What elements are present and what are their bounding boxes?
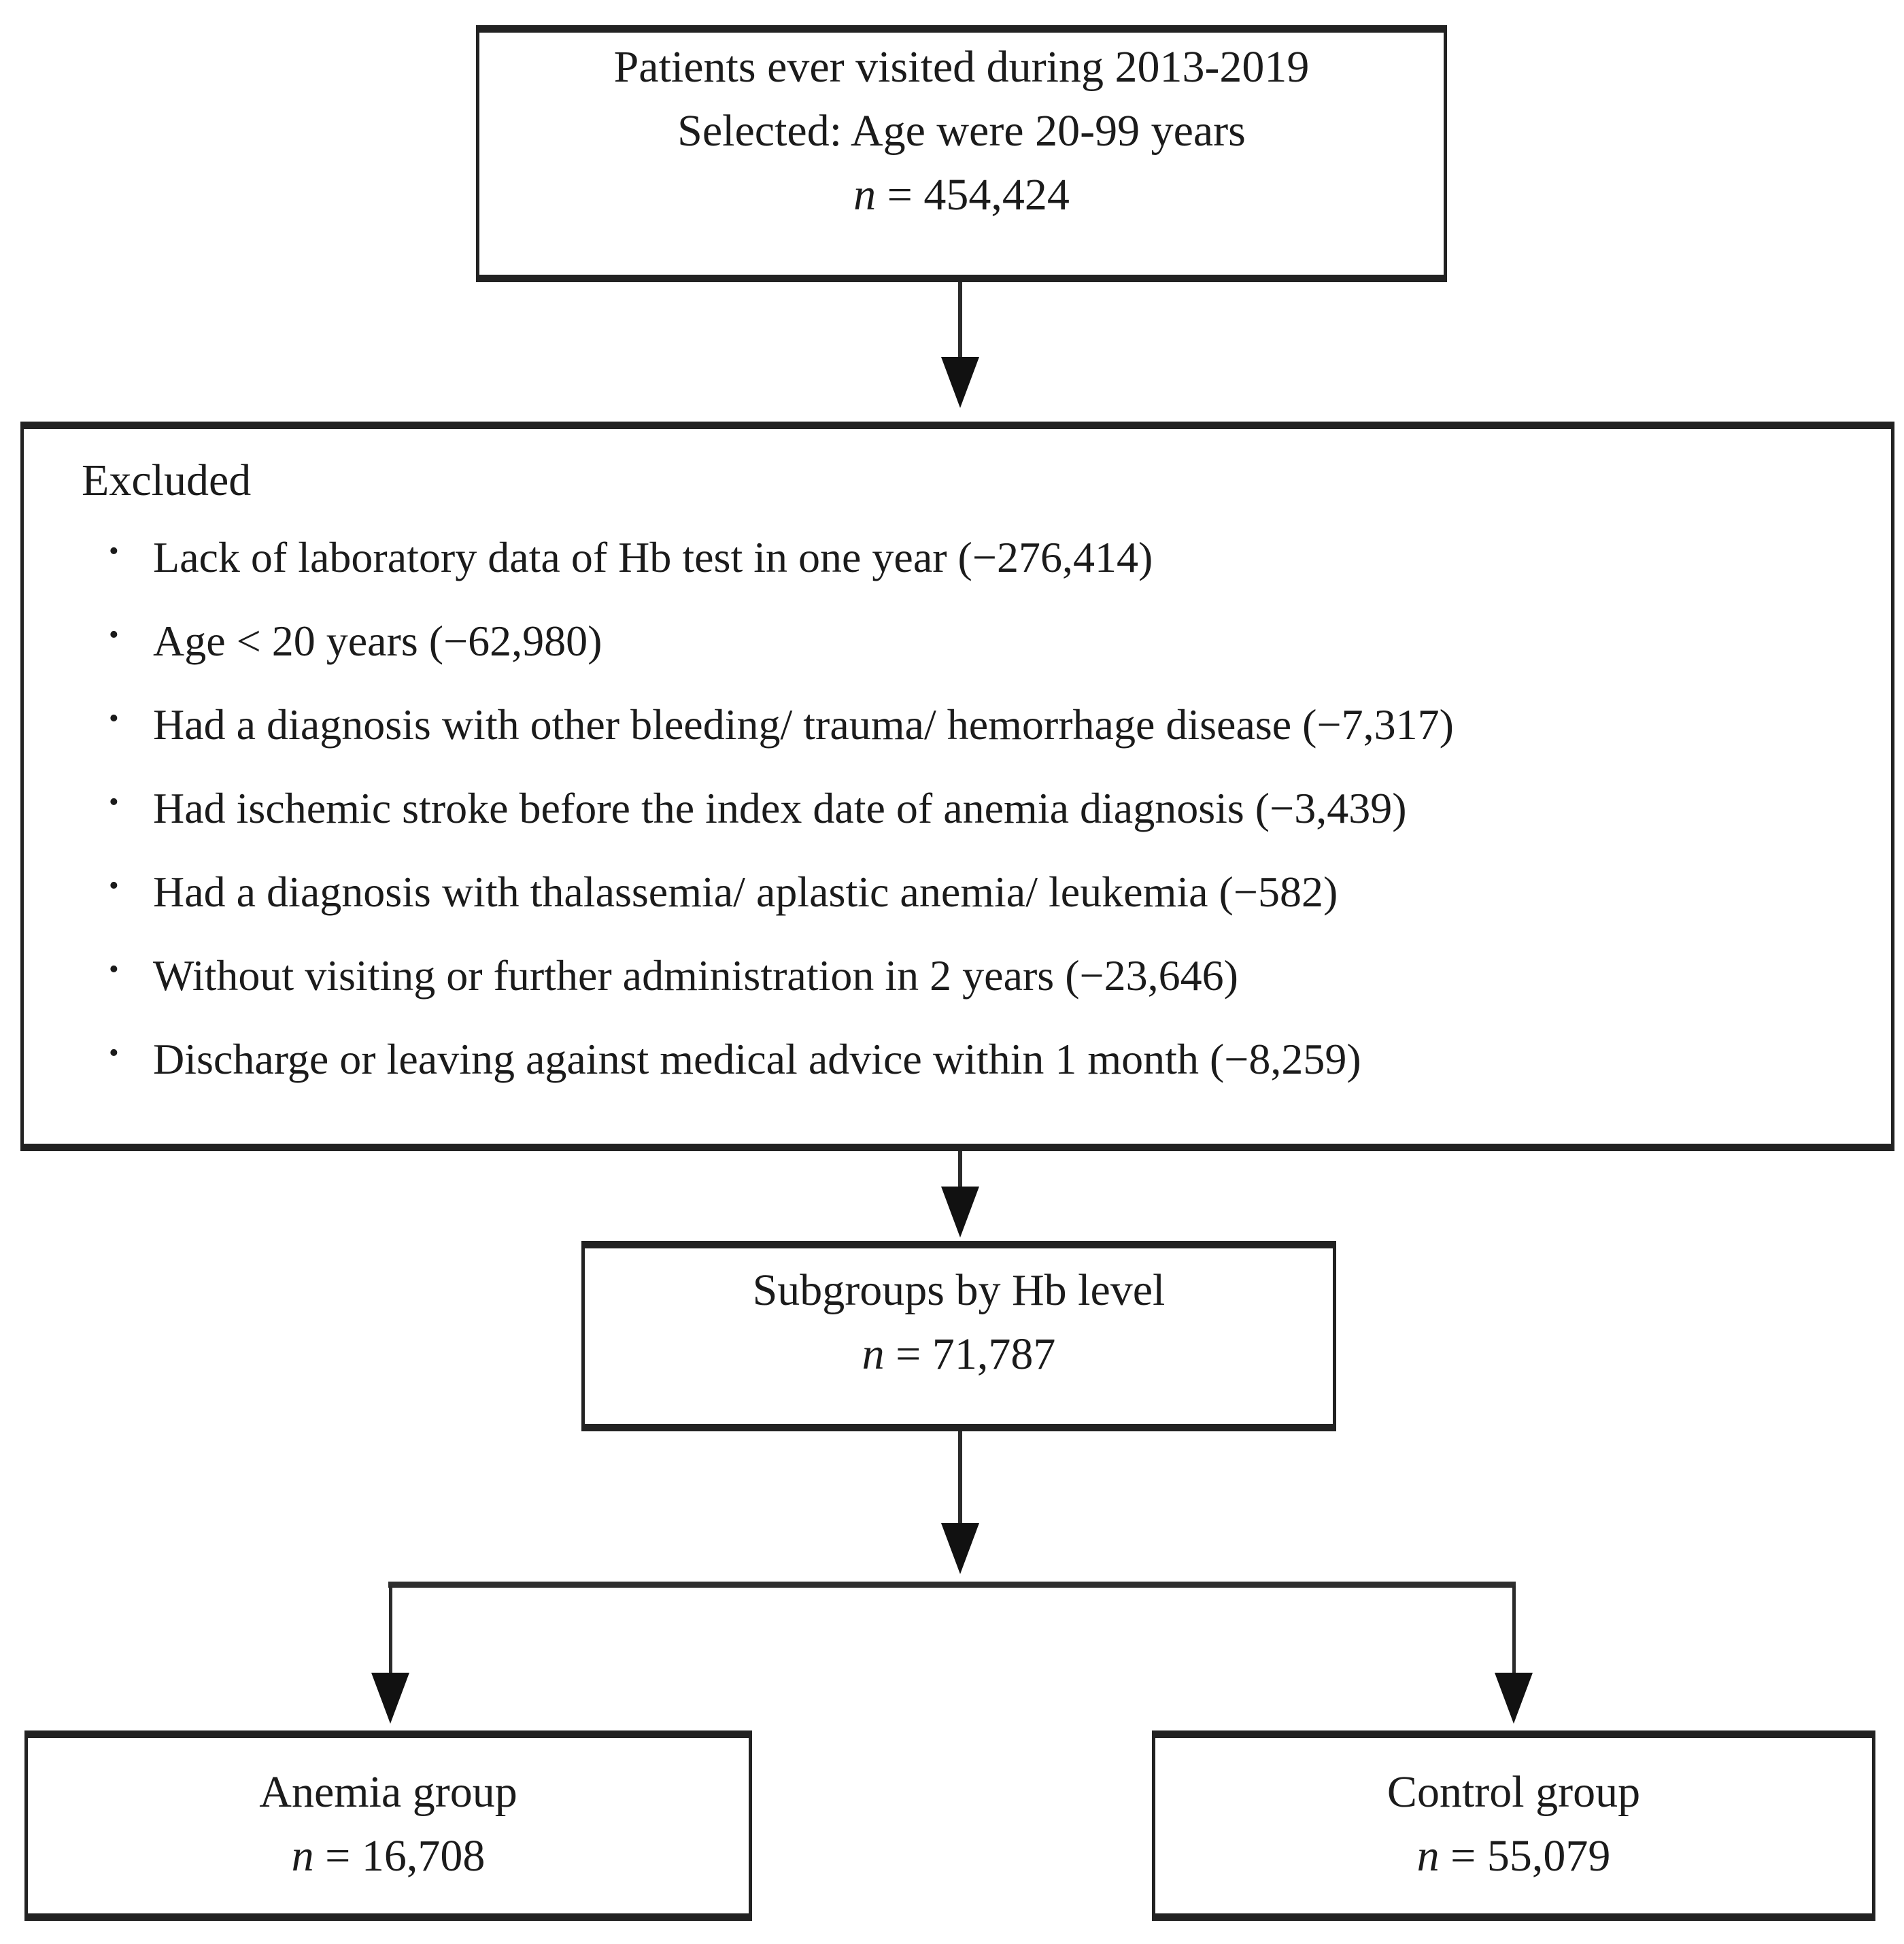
exclusion-criterion: Lack of laboratory data of Hb test in on…: [153, 533, 1153, 581]
subgroups-box-line1: Subgroups by Hb level: [752, 1265, 1166, 1315]
start-box-count: n = 454,424: [853, 163, 1070, 227]
n-value: = 16,708: [313, 1831, 486, 1881]
arrow-shaft: [958, 1431, 962, 1530]
start-box-line2: Selected: Age were 20-99 years: [677, 106, 1246, 156]
down-arrow-icon: [371, 1673, 409, 1724]
down-arrow-icon: [941, 357, 979, 408]
list-item: • Had a diagnosis with thalassemia/ apla…: [109, 850, 1864, 934]
arrow-shaft: [389, 1586, 392, 1674]
control-box-line1: Control group: [1387, 1767, 1641, 1817]
list-item: • Lack of laboratory data of Hb test in …: [109, 515, 1864, 599]
list-item: • Had a diagnosis with other bleeding/ t…: [109, 683, 1864, 766]
n-symbol: n: [862, 1329, 885, 1379]
bullet-icon: •: [109, 703, 119, 734]
branch-connector-line: [388, 1582, 1516, 1588]
list-item: • Discharge or leaving against medical a…: [109, 1017, 1864, 1101]
arrow-shaft: [958, 282, 962, 360]
excluded-criteria-list: • Lack of laboratory data of Hb test in …: [82, 515, 1864, 1101]
bullet-icon: •: [109, 787, 119, 818]
start-box-line1: Patients ever visited during 2013-2019: [613, 42, 1310, 92]
bullet-icon: •: [109, 619, 119, 651]
n-symbol: n: [853, 170, 877, 220]
subgroups-box: Subgroups by Hb level n = 71,787: [581, 1241, 1336, 1431]
n-value: = 55,079: [1439, 1831, 1611, 1881]
list-item: • Age < 20 years (−62,980): [109, 599, 1864, 683]
exclusion-criterion: Without visiting or further administrati…: [153, 951, 1238, 1000]
down-arrow-icon: [1495, 1673, 1533, 1724]
bullet-icon: •: [109, 954, 119, 985]
list-item: • Without visiting or further administra…: [109, 934, 1864, 1017]
exclusion-criterion: Had a diagnosis with other bleeding/ tra…: [153, 700, 1454, 749]
n-symbol: n: [291, 1831, 314, 1881]
anemia-box-line1: Anemia group: [259, 1767, 517, 1817]
subgroups-box-count: n = 71,787: [862, 1323, 1056, 1386]
arrow-shaft: [1512, 1586, 1516, 1674]
excluded-box: Excluded • Lack of laboratory data of Hb…: [20, 422, 1894, 1151]
list-item: • Had ischemic stroke before the index d…: [109, 766, 1864, 850]
control-box-count: n = 55,079: [1417, 1824, 1611, 1888]
down-arrow-icon: [941, 1523, 979, 1574]
down-arrow-icon: [941, 1187, 979, 1238]
n-value: = 71,787: [884, 1329, 1056, 1379]
exclusion-criterion: Had ischemic stroke before the index dat…: [153, 784, 1407, 832]
bullet-icon: •: [109, 536, 119, 567]
exclusion-criterion: Age < 20 years (−62,980): [153, 617, 602, 665]
n-symbol: n: [1416, 1831, 1440, 1881]
exclusion-criterion: Discharge or leaving against medical adv…: [153, 1035, 1361, 1083]
exclusion-criterion: Had a diagnosis with thalassemia/ aplast…: [153, 868, 1338, 916]
anemia-box-count: n = 16,708: [292, 1824, 486, 1888]
control-group-box: Control group n = 55,079: [1152, 1730, 1875, 1921]
start-box: Patients ever visited during 2013-2019 S…: [476, 25, 1447, 282]
arrow-shaft: [958, 1151, 962, 1193]
bullet-icon: •: [109, 1038, 119, 1069]
n-value: = 454,424: [876, 170, 1070, 220]
anemia-group-box: Anemia group n = 16,708: [24, 1730, 752, 1921]
bullet-icon: •: [109, 870, 119, 902]
excluded-heading: Excluded: [82, 456, 252, 505]
